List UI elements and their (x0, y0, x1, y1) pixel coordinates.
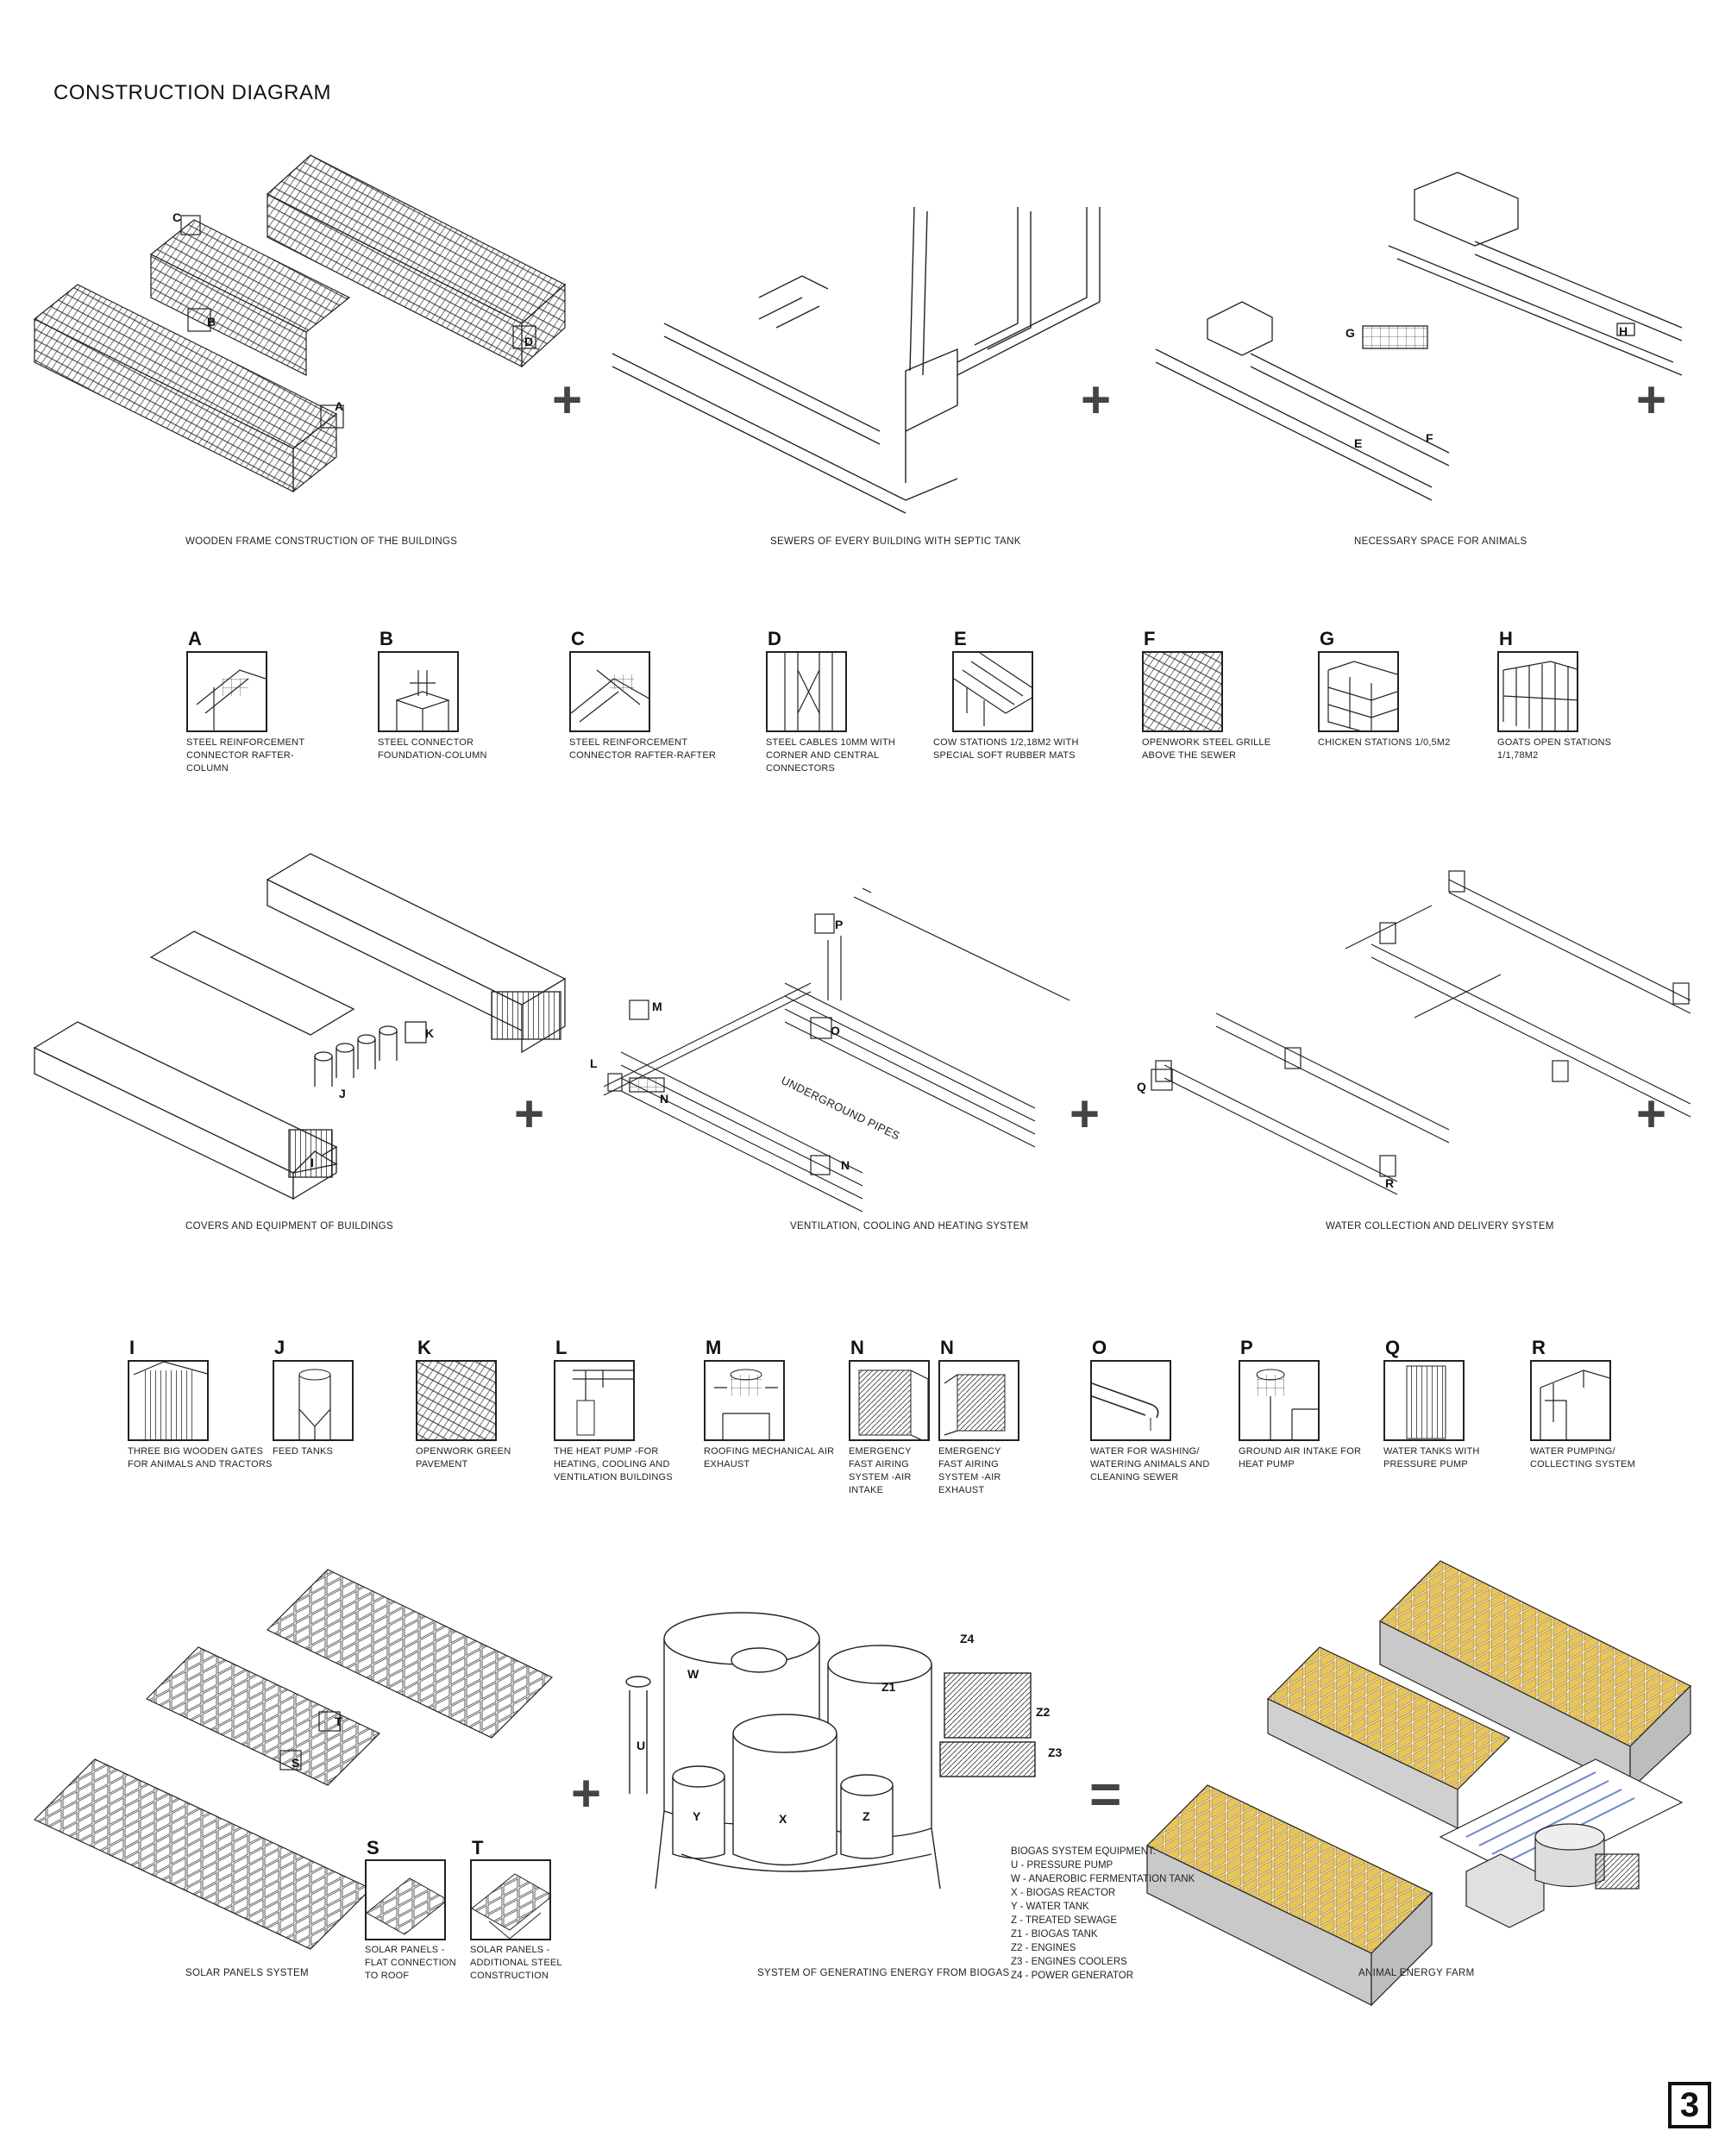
biogas-legend-item: Z3 - ENGINES COOLERS (1011, 1957, 1127, 1967)
marker-a: A (335, 399, 344, 413)
marker-s: S (292, 1756, 300, 1770)
caption-covers: COVERS AND EQUIPMENT OF BUILDINGS (185, 1221, 394, 1232)
ventilation-drawing (603, 887, 1070, 1213)
marker-g: G (1346, 326, 1355, 340)
sheet-title: CONSTRUCTION DIAGRAM (53, 81, 331, 104)
detail-q-image (1383, 1360, 1465, 1441)
water-system-drawing (1151, 870, 1691, 1195)
detail-n-intake-image (849, 1360, 930, 1441)
marker-t: T (335, 1714, 342, 1728)
solar-panels-drawing (33, 1569, 554, 1950)
caption-solar: SOLAR PANELS SYSTEM (185, 1968, 309, 1978)
biogas-legend-item: U - PRESSURE PUMP (1011, 1860, 1113, 1871)
marker-n-intake: N (660, 1092, 669, 1106)
detail-t-image (470, 1859, 551, 1940)
marker-n-exhaust: N (841, 1158, 850, 1172)
caption-biogas: SYSTEM OF GENERATING ENERGY FROM BIOGAS (757, 1968, 1010, 1978)
equals-sign: = (1089, 1763, 1122, 1825)
marker-z: Z (862, 1809, 870, 1823)
detail-o-image (1090, 1360, 1171, 1441)
caption-animal-space: NECESSARY SPACE FOR ANIMALS (1354, 536, 1527, 547)
biogas-legend-title: BIOGAS SYSTEM EQUIPMENT: (1011, 1846, 1157, 1857)
page-number: 3 (1668, 2082, 1711, 2128)
marker-z1: Z1 (881, 1680, 896, 1694)
marker-j: J (339, 1087, 346, 1100)
detail-s-image (365, 1859, 446, 1940)
marker-c: C (172, 210, 182, 224)
detail-h-image (1497, 651, 1578, 732)
detail-i-image (128, 1360, 209, 1441)
marker-z3: Z3 (1048, 1745, 1063, 1759)
wooden-frame-drawing (33, 154, 567, 493)
marker-y: Y (693, 1809, 701, 1823)
plus-sign: + (514, 1085, 545, 1143)
marker-f: F (1426, 431, 1433, 445)
biogas-legend-item: Y - WATER TANK (1011, 1902, 1089, 1912)
plus-sign: + (1081, 371, 1112, 429)
detail-k-image (416, 1360, 497, 1441)
plus-sign: + (1070, 1085, 1101, 1143)
marker-p: P (835, 918, 844, 931)
biogas-legend: BIOGAS SYSTEM EQUIPMENT: U - PRESSURE PU… (1011, 1845, 1195, 1983)
detail-c-image (569, 651, 650, 732)
marker-e: E (1354, 436, 1363, 450)
biogas-legend-item: Z4 - POWER GENERATOR (1011, 1971, 1134, 1981)
marker-d: D (524, 335, 534, 348)
detail-e-image (952, 651, 1033, 732)
marker-w: W (687, 1667, 699, 1681)
biogas-legend-item: X - BIOGAS REACTOR (1011, 1888, 1116, 1898)
marker-k: K (425, 1026, 435, 1040)
plus-sign: + (1636, 1085, 1667, 1143)
marker-o: O (831, 1024, 840, 1037)
plus-sign: + (1636, 371, 1667, 429)
detail-a-image (186, 651, 267, 732)
caption-sewers: SEWERS OF EVERY BUILDING WITH SEPTIC TAN… (770, 536, 1021, 547)
detail-g-image (1318, 651, 1399, 732)
plus-sign: + (552, 371, 583, 429)
detail-r-image (1530, 1360, 1611, 1441)
detail-d-image (766, 651, 847, 732)
biogas-drawing (625, 1612, 1036, 1890)
marker-x: X (779, 1812, 787, 1826)
detail-p-image (1239, 1360, 1320, 1441)
caption-energy-farm: ANIMAL ENERGY FARM (1358, 1968, 1475, 1978)
detail-j-image (273, 1360, 354, 1441)
caption-water: WATER COLLECTION AND DELIVERY SYSTEM (1326, 1221, 1554, 1232)
detail-l-image (554, 1360, 635, 1441)
biogas-legend-item: W - ANAEROBIC FERMENTATION TANK (1011, 1874, 1195, 1884)
caption-wooden-frame: WOODEN FRAME CONSTRUCTION OF THE BUILDIN… (185, 536, 458, 547)
marker-l: L (590, 1056, 598, 1070)
marker-i: I (310, 1156, 314, 1169)
energy-farm-drawing (1145, 1560, 1692, 2007)
marker-b: B (207, 315, 216, 329)
animal-space-drawing (1155, 172, 1683, 501)
building-covers-drawing (33, 853, 567, 1200)
caption-ventilation: VENTILATION, COOLING AND HEATING SYSTEM (790, 1221, 1029, 1232)
marker-z2: Z2 (1036, 1705, 1051, 1719)
biogas-legend-item: Z1 - BIOGAS TANK (1011, 1929, 1098, 1940)
marker-q: Q (1137, 1080, 1146, 1094)
marker-h: H (1619, 324, 1628, 338)
plus-sign: + (571, 1764, 602, 1822)
detail-b-image (378, 651, 459, 732)
marker-u: U (637, 1739, 646, 1752)
sewer-drawing (612, 206, 1101, 514)
biogas-legend-item: Z - TREATED SEWAGE (1011, 1915, 1118, 1926)
detail-n-exhaust-image (938, 1360, 1019, 1441)
biogas-legend-item: Z2 - ENGINES (1011, 1943, 1076, 1953)
marker-m: M (652, 1000, 662, 1013)
marker-z4: Z4 (960, 1632, 975, 1645)
detail-m-image (704, 1360, 785, 1441)
marker-r: R (1385, 1176, 1395, 1190)
detail-f-image (1142, 651, 1223, 732)
